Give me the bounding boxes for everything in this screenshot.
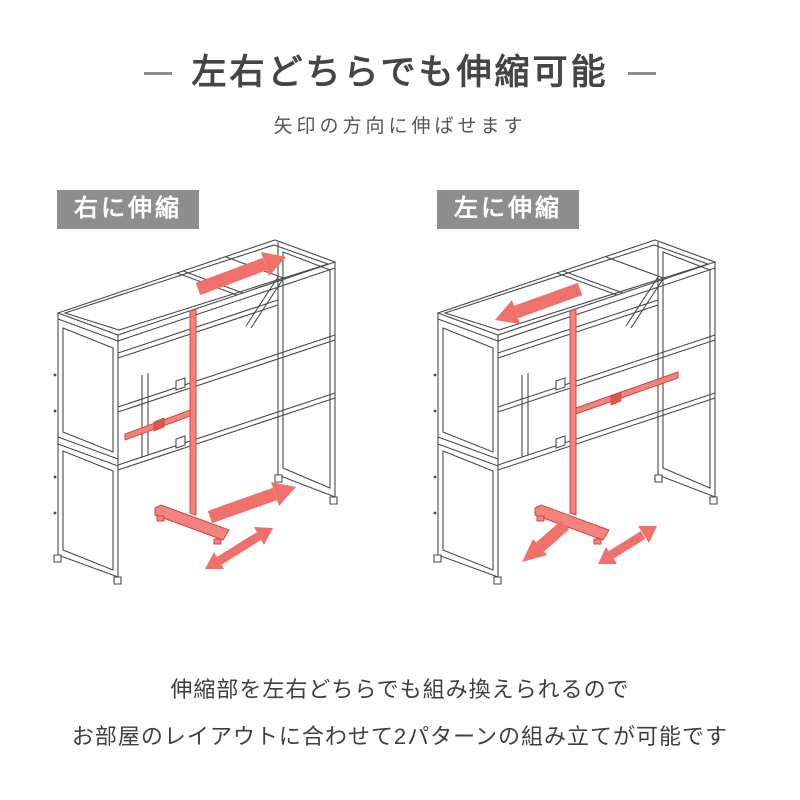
- right-frame-panel: [654, 242, 718, 505]
- slide-double-arrow-icon: [205, 527, 273, 569]
- header: 左右どちらでも伸縮可能 矢印の方向に伸ばせます: [0, 52, 800, 138]
- diagram-label-extend-right: 右に伸縮: [57, 190, 199, 230]
- left-frame-panel: [53, 319, 122, 585]
- diagonal-brace: [625, 276, 664, 329]
- rail-clamps: [555, 377, 566, 449]
- extend-arrow-top-right-icon: [195, 252, 286, 296]
- rail-clamps: [175, 377, 186, 449]
- footer-line-2: お部屋のレイアウトに合わせて2パターンの組み立てが可能です: [71, 724, 729, 749]
- rack-frame: [433, 239, 718, 585]
- rack-frame: [53, 239, 338, 585]
- extend-arrow-top-left-icon: [495, 282, 583, 324]
- center-pole: [189, 308, 197, 516]
- center-pole: [569, 308, 577, 516]
- page-title: 左右どちらでも伸縮可能: [191, 53, 609, 92]
- diagram-extend-left: 左に伸縮: [410, 190, 780, 665]
- footer-line-1: 伸縮部を左右どちらでも組み換えられるので: [170, 677, 630, 702]
- direction-arrows: [195, 252, 296, 569]
- direction-arrows: [495, 282, 657, 564]
- extend-arrow-base-left-icon: [522, 520, 569, 562]
- title-rule-left: [143, 71, 172, 75]
- diagram-extend-right: 右に伸縮: [30, 190, 400, 665]
- title-row: 左右どちらでも伸縮可能: [0, 52, 800, 94]
- subtitle: 矢印の方向に伸ばせます: [273, 116, 527, 137]
- slide-double-arrow-icon: [598, 526, 657, 564]
- diagonal-brace: [245, 276, 284, 329]
- extension-parts: [124, 308, 230, 545]
- right-frame-panel: [274, 242, 338, 505]
- extend-arrow-base-right-icon: [207, 482, 296, 524]
- rack-drawing-extend-right: [53, 239, 338, 585]
- cross-rails: [497, 276, 716, 471]
- cross-rails: [117, 276, 336, 471]
- diagram-label-extend-left: 左に伸縮: [437, 190, 579, 230]
- t-base-foot: [534, 504, 610, 541]
- extension-parts: [534, 308, 679, 545]
- footer-description: 伸縮部を左右どちらでも組み換えられるので お部屋のレイアウトに合わせて2パターン…: [0, 672, 800, 766]
- support-struts: [521, 373, 529, 457]
- support-struts: [141, 373, 149, 457]
- left-frame-panel: [433, 319, 502, 585]
- t-base-foot: [154, 504, 230, 541]
- rail-clamp: [610, 391, 622, 406]
- hanger-rail: [572, 371, 679, 416]
- title-rule-right: [628, 71, 657, 75]
- rail-clamp: [153, 417, 165, 432]
- rack-drawing-extend-left: [433, 239, 718, 585]
- shelf-extension-seam: [556, 270, 624, 296]
